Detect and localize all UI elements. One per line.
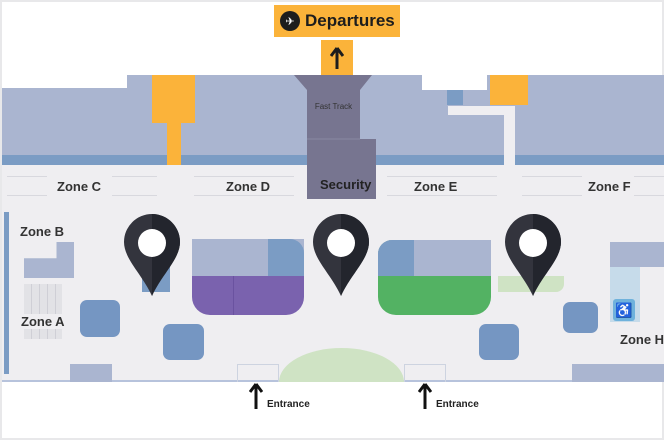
- purple-area[interactable]: [192, 239, 304, 315]
- entrance-door: [237, 364, 279, 382]
- accessibility-icon[interactable]: ♿: [613, 299, 635, 321]
- arrow-up-icon: [418, 383, 432, 409]
- fast-track-label: Fast Track: [314, 102, 353, 111]
- left-wall: [4, 212, 9, 374]
- entrance-label[interactable]: Entrance: [436, 399, 479, 410]
- entrance-label[interactable]: Entrance: [267, 399, 310, 410]
- stairs-right: [490, 75, 528, 105]
- zone-f-label[interactable]: Zone F: [588, 179, 631, 194]
- zone-c-label[interactable]: Zone C: [57, 179, 102, 194]
- location-pin-icon[interactable]: [505, 214, 561, 296]
- departures-label: Departures: [305, 11, 395, 30]
- security-label: Security: [320, 177, 372, 192]
- location-pin-icon[interactable]: [124, 214, 180, 296]
- seating: [194, 176, 294, 196]
- seating: [634, 176, 664, 196]
- departures-sign[interactable]: ✈ Departures: [274, 5, 400, 37]
- info-kiosk: [479, 324, 519, 360]
- walkway: [448, 106, 512, 115]
- seating: [387, 176, 497, 196]
- upper-area-left: [2, 88, 127, 165]
- info-kiosk: [563, 302, 598, 333]
- zone-e-label[interactable]: Zone E: [414, 179, 458, 194]
- seating: [112, 176, 157, 196]
- arrow-up-icon: [330, 46, 344, 69]
- zone-h-area: [610, 242, 664, 267]
- zone-b-label[interactable]: Zone B: [20, 224, 65, 239]
- security-building: [294, 75, 376, 199]
- zone-a-escalators: [24, 284, 62, 339]
- stairs-left-stem: [167, 123, 181, 165]
- zone-d-label[interactable]: Zone D: [226, 179, 271, 194]
- green-area[interactable]: [378, 240, 491, 315]
- arrow-up-icon: [249, 383, 263, 409]
- zone-h-label[interactable]: Zone H: [620, 332, 664, 347]
- zone-a-label[interactable]: Zone A: [20, 314, 66, 329]
- bottom-right-block: [572, 364, 664, 382]
- info-kiosk: [80, 300, 120, 337]
- departures-arrow-sign: [321, 40, 353, 75]
- location-pin-icon[interactable]: [313, 214, 369, 296]
- plane-takeoff-icon: ✈: [280, 11, 300, 31]
- seating: [522, 176, 582, 196]
- walkway-vertical: [504, 106, 515, 165]
- info-kiosk: [163, 324, 204, 360]
- stairs-left: [152, 75, 195, 123]
- seating: [7, 176, 47, 196]
- small-room: [447, 90, 463, 105]
- entrance-door: [404, 364, 446, 382]
- bottom-left-block: [70, 364, 112, 382]
